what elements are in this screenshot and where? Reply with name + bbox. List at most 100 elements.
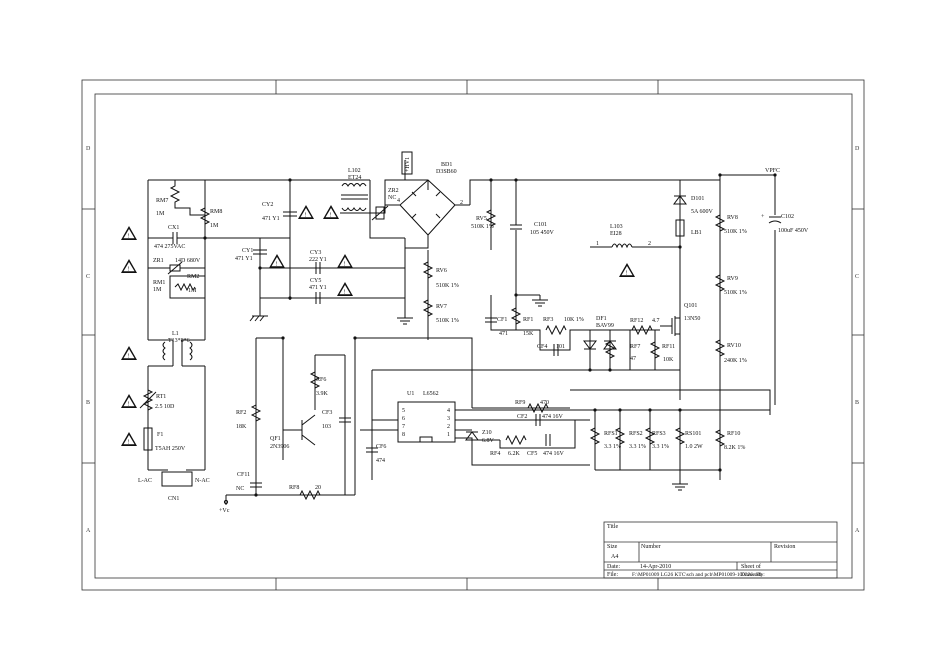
components-rf12-ref-label: RF12 bbox=[630, 318, 643, 324]
components-cf6-ref-label: CF6 bbox=[376, 444, 386, 450]
junctions bbox=[203, 173, 777, 497]
component-z10: Z10 6.8V bbox=[465, 430, 495, 444]
sheet-label: Sheet of bbox=[741, 563, 761, 570]
zone-label-right-d: D bbox=[855, 146, 860, 152]
components-cn1-ref-label: CN1 bbox=[168, 496, 179, 502]
components-rf8-ref-label: RF8 bbox=[289, 485, 299, 491]
components-df1-value-label: BAV99 bbox=[596, 323, 614, 329]
component-rv9: RV9 510K 1% bbox=[714, 274, 747, 296]
zone-label-left-c: C bbox=[86, 274, 90, 280]
components-u1-pins-right-1-label: 3 bbox=[447, 416, 450, 422]
components-cn1-left-label: L-AC bbox=[138, 478, 152, 484]
warning-icon: ! bbox=[121, 432, 137, 446]
components-rm8-ref-label: RM8 bbox=[210, 209, 222, 215]
component-rt1: RT1 2.5 10D bbox=[139, 389, 175, 411]
component-df1: DF1 BAV99 bbox=[583, 316, 617, 350]
warning-icon: ! bbox=[298, 205, 314, 219]
component-vpfc: VPFC bbox=[765, 168, 780, 174]
date-value: 14-Apr-2010 bbox=[640, 564, 671, 570]
component-d101: D101 5A 600V bbox=[673, 195, 714, 215]
component-rm7: RM7 1M bbox=[156, 180, 205, 217]
component-cy5: CY5 471 Y1 bbox=[309, 278, 327, 304]
components-rf4-ref-label: RF4 bbox=[490, 451, 500, 457]
components-rv8-value-label: 510K 1% bbox=[724, 229, 747, 235]
zone-label-right-c: C bbox=[855, 274, 859, 280]
file-label: File: bbox=[607, 572, 618, 578]
components-l103-value-label: EI28 bbox=[610, 231, 622, 237]
components-q101-value-label: 13N50 bbox=[684, 316, 700, 322]
component-zr2: ZR2 NC bbox=[371, 188, 399, 221]
components-zr2-ref-label: ZR2 bbox=[388, 188, 399, 194]
components-c101-ref-label: C101 bbox=[534, 222, 547, 228]
components-lb1-ref-label: LB1 bbox=[691, 230, 702, 236]
components-rf3-ref-label: RF3 bbox=[543, 317, 553, 323]
component-f1: F1 T5AH 250V bbox=[143, 427, 186, 452]
components-cf3-ref-label: CF3 bbox=[322, 410, 332, 416]
component-rf4: RF4 6.2K bbox=[490, 434, 527, 457]
components-cn1-right-label: N-AC bbox=[195, 478, 210, 484]
warning-symbol-label: ! bbox=[128, 234, 130, 240]
component-rf11: RF11 10K bbox=[649, 341, 675, 363]
components-rm1-value-label: 1M bbox=[153, 287, 162, 293]
components-vc-label-label: +Vc bbox=[219, 508, 230, 514]
components-rm7-value-label: 1M bbox=[156, 211, 165, 217]
components-cy1-value-label: 471 Y1 bbox=[235, 256, 253, 262]
component-cf5: CF5 474 16V bbox=[527, 434, 565, 457]
drawn-label: Drawn By: bbox=[741, 572, 765, 578]
component-bd1: BD1 D3SB60 2 4 bbox=[397, 162, 463, 236]
pins-bd-2-label: 2 bbox=[460, 200, 463, 206]
component-vc: +Vc bbox=[219, 499, 230, 514]
components-zr2-value-label: NC bbox=[388, 195, 396, 201]
components-l102-ref-label: L102 bbox=[348, 168, 361, 174]
zone-label-left-d: D bbox=[86, 146, 91, 152]
component-l103: L103 EI28 1 2 bbox=[596, 224, 651, 249]
components-rv10-value-label: 240K 1% bbox=[724, 358, 747, 364]
components-cf4-value-label: 101 bbox=[556, 344, 565, 350]
components-cy5-value-label: 471 Y1 bbox=[309, 285, 327, 291]
components-vpfc-label-label: VPFC bbox=[765, 168, 780, 174]
components-bd1-ref-label: BD1 bbox=[441, 162, 452, 168]
warning-symbol-label: ! bbox=[344, 290, 346, 296]
components-u1-ref-label: U1 bbox=[407, 391, 414, 397]
components-cf11-ref-label: CF11 bbox=[237, 472, 250, 478]
components-cf6-value-label: 474 bbox=[376, 458, 385, 464]
components-rfs2-value-label: 3.3 1% bbox=[629, 444, 646, 450]
component-l1: L1 T13*8*6 bbox=[162, 331, 193, 366]
components-rv7-value-label: 510K 1% bbox=[436, 318, 459, 324]
component-rf9: RF9 470 bbox=[515, 400, 549, 414]
component-rv8: RV8 510K 1% bbox=[714, 214, 747, 235]
components-cf4-ref-label: CF4 bbox=[537, 344, 547, 350]
components-rf9-value-label: 470 bbox=[540, 400, 549, 406]
components-rs101-ref-label: RS101 bbox=[685, 431, 701, 437]
warning-icon: ! bbox=[323, 205, 339, 219]
components-rv5-ref-label: RV5 bbox=[476, 216, 487, 222]
components-rf7-value-label: 47 bbox=[630, 356, 636, 362]
components-z10-ref-label: Z10 bbox=[482, 430, 492, 436]
components-rs101-value-label: 1.0 2W bbox=[685, 444, 703, 450]
components-d101-value-label: 5A 600V bbox=[691, 209, 714, 215]
components-cy3-value-label: 222 Y1 bbox=[309, 257, 327, 263]
component-rv7: RV7 510K 1% bbox=[422, 299, 459, 324]
components-cf3-value-label: 103 bbox=[322, 424, 331, 430]
warning-symbol-label: ! bbox=[128, 354, 130, 360]
components-rv6-value-label: 510K 1% bbox=[436, 283, 459, 289]
components-c102-value-label: 100uF 450V bbox=[778, 228, 809, 234]
sheet-frame: D C B A D C B A bbox=[81, 79, 865, 591]
warning-symbol-label: ! bbox=[276, 262, 278, 268]
components-l102-value-label: ET24 bbox=[348, 175, 361, 181]
warning-symbol-label: ! bbox=[330, 213, 332, 219]
warning-icon: ! bbox=[619, 263, 635, 277]
components-qf1-value-label: 2N3906 bbox=[270, 444, 289, 450]
components-cy5-ref-label: CY5 bbox=[310, 278, 321, 284]
components-rv9-ref-label: RV9 bbox=[727, 276, 738, 282]
components-u1-pins-right-0-label: 4 bbox=[447, 408, 450, 414]
size-label: Size bbox=[607, 544, 618, 550]
component-rfs1: RFS1 3.3 1% bbox=[589, 427, 621, 450]
components-u1-pins-left-2-label: 7 bbox=[402, 424, 405, 430]
zone-label-left-b: B bbox=[86, 400, 90, 406]
components-cy1-ref-label: CY1 bbox=[242, 248, 253, 254]
components-l103-ref-label: L103 bbox=[610, 224, 623, 230]
components-rf1-ref-label: RF1 bbox=[523, 317, 533, 323]
component-q101: Q101 13N50 bbox=[671, 303, 700, 336]
component-rs101: RS101 1.0 2W bbox=[674, 427, 703, 450]
